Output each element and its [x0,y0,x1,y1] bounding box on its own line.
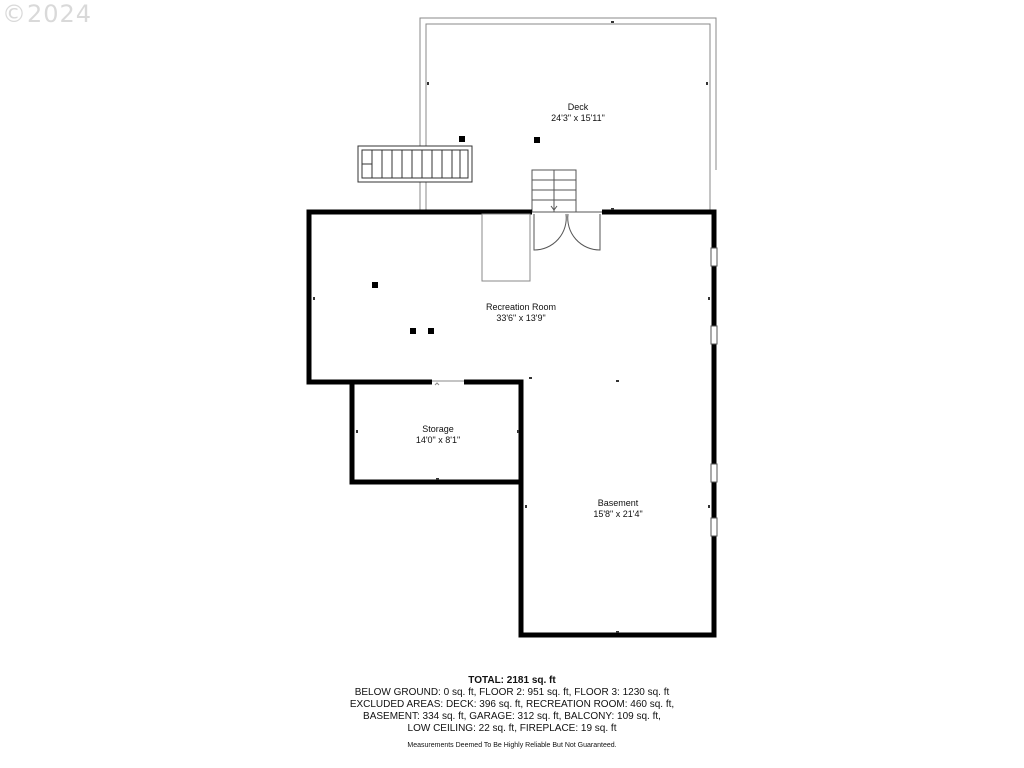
room-label-recreation: Recreation Room 33'6" x 13'9" [486,302,556,324]
totals-line: LOW CEILING: 22 sq. ft, FIREPLACE: 19 sq… [407,723,617,734]
room-label-basement: Basement 15'8" x 21'4" [593,498,642,520]
room-label-storage: Storage 14'0" x 8'1" [416,424,460,446]
disclaimer: Measurements Deemed To Be Highly Reliabl… [407,742,617,749]
totals-line: EXCLUDED AREAS: DECK: 396 sq. ft, RECREA… [349,699,675,710]
patio-door [532,211,602,251]
room-dimensions: 15'8" x 21'4" [593,509,643,519]
room-dimensions: 24'3" x 15'11" [551,113,605,123]
deck-stairs-right [531,169,577,213]
room-name: Storage [422,424,454,434]
total-area: TOTAL: 2181 sq. ft [468,675,556,686]
area-totals: TOTAL: 2181 sq. ft BELOW GROUND: 0 sq. f… [0,675,1024,735]
deck-fixtures [459,136,540,143]
interior-alcove [481,213,531,282]
room-label-deck: Deck 24'3" x 15'11" [551,102,605,124]
room-name: Basement [597,498,639,508]
windows [710,247,718,537]
room-dimensions: 14'0" x 8'1" [415,435,461,445]
room-name: Deck [567,102,589,112]
room-fixtures [372,282,434,334]
totals-line: BASEMENT: 334 sq. ft, GARAGE: 312 sq. ft… [363,711,661,722]
totals-line: BELOW GROUND: 0 sq. ft, FLOOR 2: 951 sq.… [354,687,670,698]
storage-door [432,380,464,386]
deck-edge-marks [427,21,708,85]
deck-outline [419,17,717,212]
exterior-walls [306,209,717,638]
room-dimensions: 33'6" x 13'9" [496,313,546,323]
copyright-watermark: ©2024 [2,0,93,28]
deck-stairs-left [357,145,473,183]
room-name: Recreation Room [485,302,557,312]
dimension-ticks [313,208,710,633]
